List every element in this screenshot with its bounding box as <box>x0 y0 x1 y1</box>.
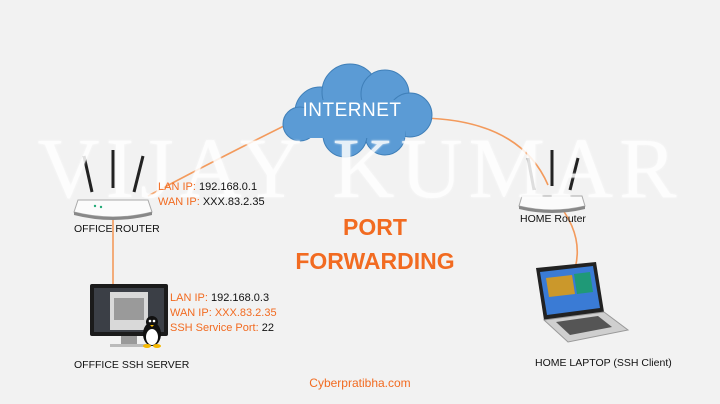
ssh-server-caption: OFFFICE SSH SERVER <box>74 359 190 371</box>
title-line-1: PORT <box>343 214 407 240</box>
office-router-lan-key: LAN IP: <box>158 181 196 193</box>
ssh-server-info: LAN IP: 192.168.0.3 WAN IP: XXX.83.2.35 … <box>170 291 277 336</box>
ssh-server-lan-value: 192.168.0.3 <box>210 292 270 304</box>
office-router-lan-value: 192.168.0.1 <box>198 181 258 193</box>
home-router-caption: HOME Router <box>520 213 586 225</box>
internet-label: INTERNET <box>302 100 402 121</box>
link-office-router-internet <box>147 117 301 197</box>
office-router-wan-key: WAN IP: <box>158 196 200 208</box>
office-router-info: LAN IP: 192.168.0.1 WAN IP: XXX.83.2.35 <box>158 180 265 210</box>
link-internet-home-router <box>421 117 549 186</box>
laptop-icon <box>536 262 630 343</box>
title-line-2: FORWARDING <box>295 248 455 274</box>
office-router-wan-value: XXX.83.2.35 <box>202 196 265 208</box>
home-laptop-caption: HOME LAPTOP (SSH Client) <box>535 357 672 369</box>
footer-site: Cyberpratibha.com <box>309 376 411 390</box>
diagram-title: PORT FORWARDING <box>270 210 480 278</box>
ssh-server-port-key: SSH Service Port: <box>170 322 259 334</box>
office-router-caption: OFFICE ROUTER <box>74 223 160 235</box>
cloud-icon <box>282 63 433 158</box>
watermark-text: VIJAY KUMAR <box>37 120 683 216</box>
router-icon <box>73 150 153 220</box>
ssh-server-wan: WAN IP: XXX.83.2.35 <box>170 307 277 319</box>
ssh-server-lan-key: LAN IP: <box>170 292 208 304</box>
linux-penguin-icon <box>143 316 161 348</box>
router-icon <box>518 150 586 213</box>
ssh-server-port-value: 22 <box>261 322 274 334</box>
